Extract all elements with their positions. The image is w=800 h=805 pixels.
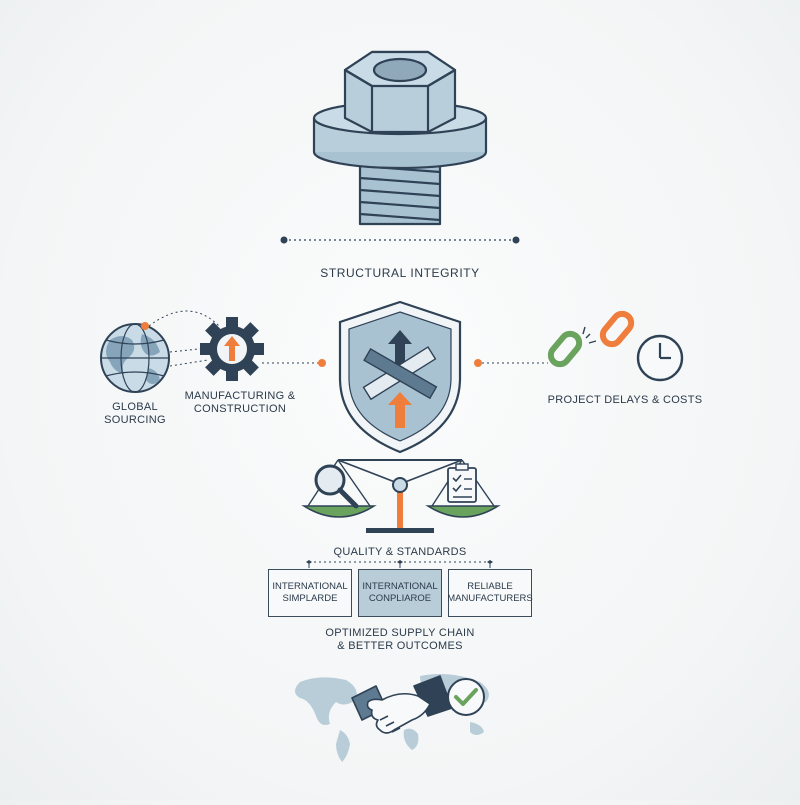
standards-box-2: INTERNATIONAL CONPLIAROE: [358, 569, 442, 617]
manufacturing-label: MANUFACTURING & CONSTRUCTION: [184, 390, 296, 415]
connector-dot-left: [318, 359, 326, 367]
magnifier-icon: [314, 464, 359, 509]
shield-icon: [338, 300, 462, 454]
checkmark-icon: [447, 678, 485, 716]
balance-scale-icon: [301, 459, 501, 533]
quality-connectors: [306, 560, 493, 568]
optimized-outcomes-label: OPTIMIZED SUPPLY CHAIN & BETTER OUTCOMES: [325, 627, 475, 652]
top-connector: [280, 236, 520, 244]
quality-standards-label: QUALITY & STANDARDS: [333, 546, 467, 558]
global-sourcing-label: GLOBAL SOURCING: [104, 401, 166, 426]
broken-chain-icon: [547, 310, 635, 368]
gear-icon: [200, 317, 264, 381]
structural-integrity-label: STRUCTURAL INTEGRITY: [320, 266, 480, 280]
connector-dot-right: [474, 359, 482, 367]
clock-icon: [636, 334, 684, 382]
standards-box-1: INTERNATIONAL SIMPLARDE: [268, 569, 352, 617]
sourcing-arc: [148, 310, 220, 327]
globe-icon: [100, 322, 170, 393]
handshake-icon: [351, 675, 453, 734]
checklist-icon: [447, 463, 477, 503]
bolt-icon: [312, 50, 488, 226]
project-delays-label: PROJECT DELAYS & COSTS: [547, 394, 703, 406]
standards-box-3: RELIABLE MANUFACTURERS: [447, 569, 533, 617]
